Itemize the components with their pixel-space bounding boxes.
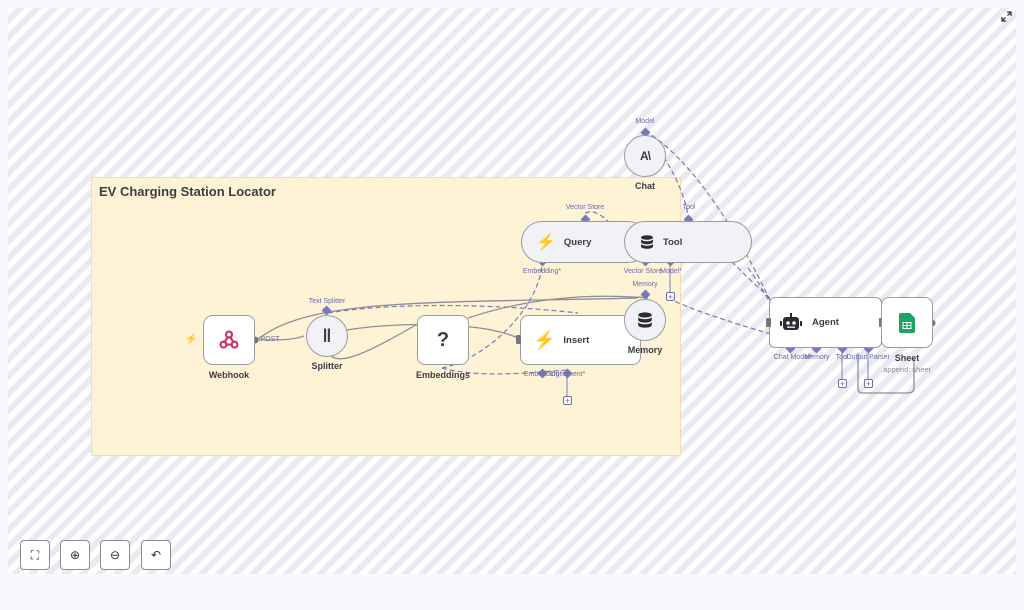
edge-webhook-splitter: [256, 335, 305, 341]
edge-webhook-insert: [256, 297, 639, 341]
edge-splitter-embeddings: [327, 317, 429, 360]
sheet-sublabel: append: sheet: [883, 365, 931, 374]
agent-node-label: Agent: [812, 317, 839, 328]
chat-label: Chat: [635, 181, 655, 191]
memory-node[interactable]: [624, 299, 666, 341]
database-icon: [638, 312, 652, 328]
splitter-node[interactable]: ‖: [306, 315, 348, 357]
fit-view-button[interactable]: ⛶: [20, 540, 50, 570]
supabase-icon: ⚡: [533, 329, 556, 350]
insert-node-label: Insert: [563, 334, 590, 346]
fit-view-icon: ⛶: [30, 547, 40, 562]
webhook-icon: [219, 330, 239, 349]
query-node-label: Query: [563, 236, 592, 248]
insert-port-document: Document*: [550, 371, 586, 378]
supabase-icon: ⚡: [536, 234, 556, 251]
edge-embeddings-insert: [441, 367, 568, 375]
tool-add-model-button[interactable]: +: [666, 292, 675, 302]
tool-node-label: Tool: [663, 236, 683, 248]
workflow-canvas[interactable]: EV Charging Station Locator: [8, 8, 1016, 574]
edge-agent-out: [747, 267, 779, 319]
tool-port-tool: Tool: [682, 204, 696, 211]
trigger-lightning-icon: ⚡: [185, 334, 198, 345]
zoom-in-icon: ⊕: [69, 548, 81, 562]
sheet-node[interactable]: [881, 297, 933, 348]
agent-port-memory: Memory: [804, 354, 830, 361]
agent-add-output-parser-button[interactable]: +: [864, 379, 873, 389]
splitter-label: Splitter: [311, 361, 343, 371]
memory-port-memory: Memory: [632, 281, 658, 288]
agent-port-tool: Tool: [835, 354, 849, 361]
query-port-embedding: Embedding*: [522, 268, 562, 275]
insert-port-embedding: Embedding*: [523, 371, 563, 378]
undo-button[interactable]: ↶: [141, 540, 171, 570]
edge-agent-sheet-loop: [857, 353, 915, 394]
anthropic-icon: A\: [640, 149, 651, 163]
webhook-label: Webhook: [208, 370, 250, 380]
zoom-in-button[interactable]: ⊕: [60, 540, 90, 570]
sheet-label: Sheet: [894, 353, 920, 363]
query-port-vector-store: Vector Store: [565, 204, 605, 211]
splitter-port-text-splitter: Text Splitter: [308, 298, 346, 305]
chat-node[interactable]: A\: [624, 135, 666, 177]
robot-icon: [780, 312, 802, 330]
zoom-out-icon: ⊖: [109, 548, 121, 562]
zoom-out-button[interactable]: ⊖: [100, 540, 130, 570]
tool-node[interactable]: Tool: [624, 221, 752, 263]
tool-port-model: Model*: [660, 268, 682, 275]
splitter-icon: ‖: [322, 325, 332, 346]
undo-icon: ↶: [150, 548, 162, 562]
database-icon: [641, 235, 653, 249]
google-sheets-icon: [899, 312, 915, 333]
fullscreen-expand-icon[interactable]: [1001, 11, 1013, 23]
sticky-note-title: EV Charging Station Locator: [99, 184, 276, 199]
agent-port-chat-model: Chat Model*: [773, 354, 813, 361]
embeddings-label: Embeddings: [415, 370, 471, 380]
insert-add-document-button[interactable]: +: [563, 396, 572, 406]
edge-memory-agent: [667, 297, 817, 349]
embeddings-node[interactable]: ?: [417, 315, 469, 365]
webhook-port-post: POST: [260, 336, 280, 343]
agent-input-handle[interactable]: [766, 318, 771, 327]
insert-node[interactable]: ⚡ Insert: [520, 315, 641, 365]
insert-input-handle[interactable]: [516, 335, 521, 344]
agent-port-output-parser: Output Parser: [846, 354, 890, 361]
edge-splitter-insert-doc: [327, 304, 579, 314]
connections-layer: [251, 127, 936, 396]
tool-port-vector-store: Vector Store: [623, 268, 663, 275]
agent-add-tool-button[interactable]: +: [838, 379, 847, 389]
webhook-node[interactable]: [203, 315, 255, 365]
agent-node[interactable]: Agent: [769, 297, 882, 348]
chat-port-model: Model: [635, 118, 655, 125]
question-icon: ?: [436, 328, 450, 351]
memory-label: Memory: [627, 345, 663, 355]
edge-embeddings-memory: [467, 295, 649, 319]
